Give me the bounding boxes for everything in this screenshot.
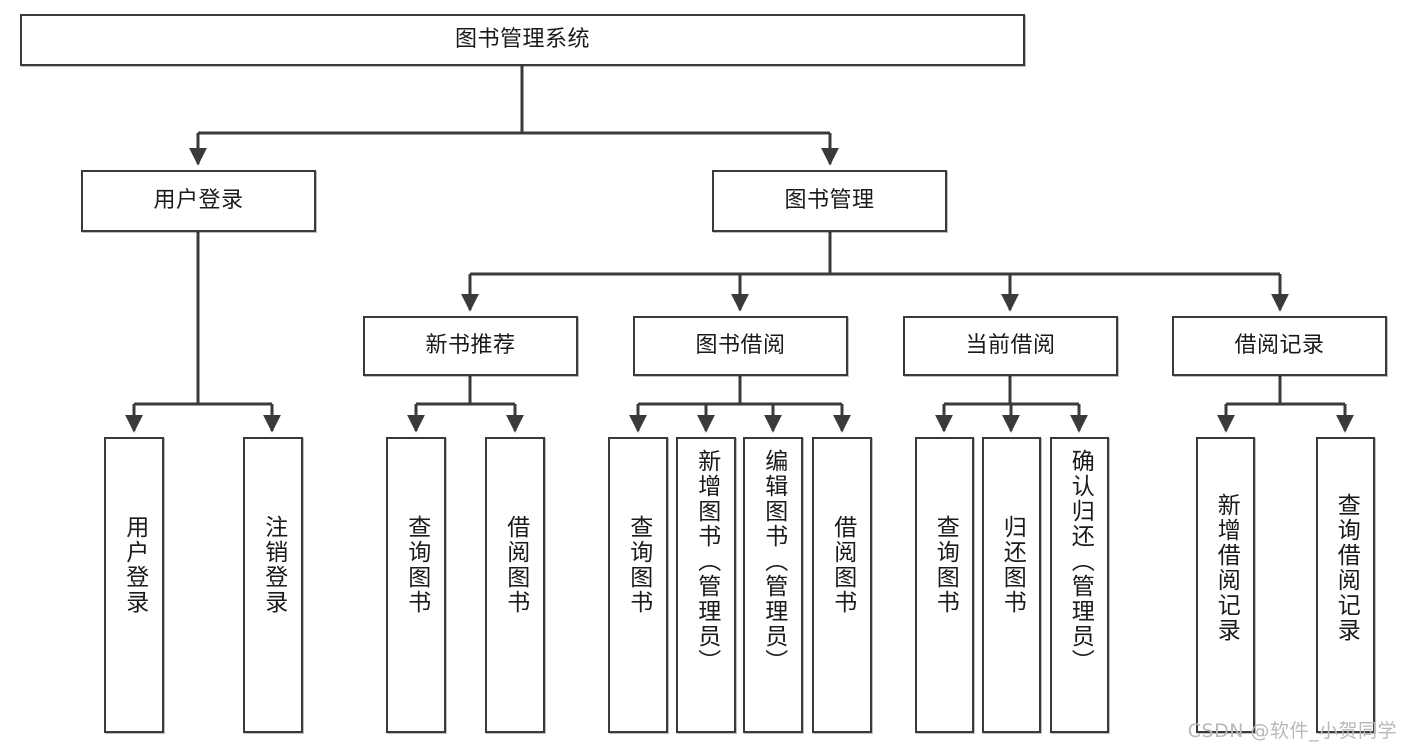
- node-leaf-user-login[interactable]: 用户登录: [104, 437, 164, 733]
- node-leaf-return-book[interactable]: 归还图书: [982, 437, 1041, 733]
- node-leaf-borrow-book-rec-label: 借阅图书: [502, 515, 529, 615]
- node-leaf-add-record[interactable]: 新增借阅记录: [1196, 437, 1255, 733]
- watermark: CSDN @软件_小贺同学: [1187, 720, 1397, 742]
- node-leaf-add-book[interactable]: 新增图书（管理员）: [676, 437, 736, 733]
- node-leaf-edit-book-label: 编辑图书（管理员）: [760, 449, 787, 674]
- node-leaf-borrow-book[interactable]: 借阅图书: [812, 437, 872, 733]
- node-leaf-confirm-return-label: 确认归还（管理员）: [1067, 449, 1094, 674]
- node-book-borrow[interactable]: 图书借阅: [633, 316, 848, 376]
- node-borrow-record-label: 借阅记录: [1234, 333, 1325, 359]
- node-leaf-logout[interactable]: 注销登录: [243, 437, 303, 733]
- node-leaf-confirm-return[interactable]: 确认归还（管理员）: [1050, 437, 1109, 733]
- node-user-login-label: 用户登录: [153, 188, 244, 214]
- node-leaf-query-record-label: 查询借阅记录: [1333, 493, 1360, 643]
- node-new-book-recommend-label: 新书推荐: [425, 333, 516, 359]
- node-leaf-query-book-cur-label: 查询图书: [932, 515, 959, 615]
- node-current-borrow-label: 当前借阅: [965, 333, 1056, 359]
- node-leaf-borrow-book-rec[interactable]: 借阅图书: [485, 437, 545, 733]
- node-root[interactable]: 图书管理系统: [20, 14, 1025, 66]
- node-book-manage[interactable]: 图书管理: [712, 170, 947, 232]
- node-leaf-query-book[interactable]: 查询图书: [608, 437, 668, 733]
- node-leaf-add-book-label: 新增图书（管理员）: [693, 449, 720, 674]
- node-leaf-query-book-label: 查询图书: [625, 515, 652, 615]
- node-leaf-query-book-rec[interactable]: 查询图书: [386, 437, 446, 733]
- node-leaf-query-record[interactable]: 查询借阅记录: [1316, 437, 1375, 733]
- node-leaf-edit-book[interactable]: 编辑图书（管理员）: [743, 437, 803, 733]
- node-leaf-logout-label: 注销登录: [260, 515, 287, 615]
- node-leaf-query-book-rec-label: 查询图书: [403, 515, 430, 615]
- node-user-login[interactable]: 用户登录: [81, 170, 316, 232]
- node-leaf-add-record-label: 新增借阅记录: [1213, 493, 1240, 643]
- node-root-label: 图书管理系统: [454, 27, 590, 53]
- node-book-manage-label: 图书管理: [784, 188, 875, 214]
- node-borrow-record[interactable]: 借阅记录: [1172, 316, 1387, 376]
- node-book-borrow-label: 图书借阅: [695, 333, 786, 359]
- node-leaf-query-book-cur[interactable]: 查询图书: [915, 437, 974, 733]
- node-leaf-return-book-label: 归还图书: [999, 515, 1026, 615]
- node-leaf-user-login-label: 用户登录: [121, 515, 148, 615]
- node-new-book-recommend[interactable]: 新书推荐: [363, 316, 578, 376]
- node-current-borrow[interactable]: 当前借阅: [903, 316, 1118, 376]
- node-leaf-borrow-book-label: 借阅图书: [829, 515, 856, 615]
